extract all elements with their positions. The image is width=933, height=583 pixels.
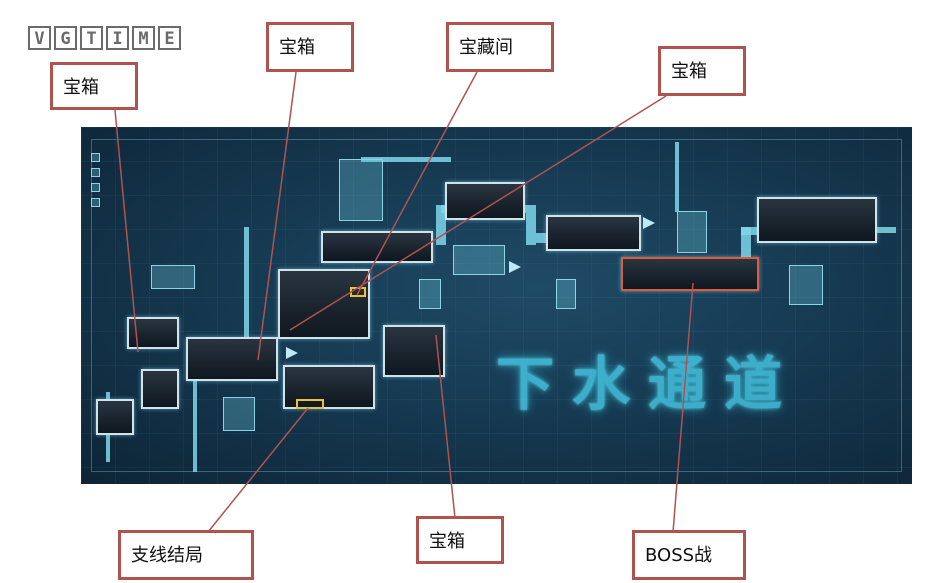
corridor-pipe	[876, 227, 896, 233]
leader-line	[435, 334, 456, 519]
logo-letter: E	[158, 26, 181, 50]
corridor-pipe	[193, 337, 197, 472]
legend-marker	[91, 198, 100, 207]
legend-marker	[91, 183, 100, 192]
info-panel	[677, 211, 707, 253]
corridor-pipe	[675, 142, 679, 212]
map-room	[96, 399, 134, 435]
corridor-pipe	[244, 227, 249, 342]
info-panel	[339, 159, 383, 221]
info-panel	[223, 397, 255, 431]
leader-line	[672, 282, 694, 533]
callout-boss: BOSS战	[632, 530, 746, 580]
leader-line	[207, 407, 309, 533]
game-map: 下水通道	[81, 127, 912, 484]
logo-letter: V	[28, 26, 51, 50]
callout-treasure-room: 宝藏间	[446, 22, 554, 72]
leader-line	[114, 109, 139, 353]
boss-room	[621, 257, 759, 291]
side-ending-marker	[296, 399, 324, 409]
watermark-logo: V G T I M E	[28, 26, 181, 50]
callout-chest-top: 宝箱	[266, 22, 354, 72]
map-room	[283, 365, 375, 409]
corridor-pipe	[741, 227, 751, 267]
corridor-pipe	[361, 157, 451, 162]
direction-arrow	[643, 217, 655, 229]
direction-arrow	[509, 261, 521, 273]
info-panel	[419, 279, 441, 309]
info-panel	[453, 245, 505, 275]
leader-line	[289, 95, 667, 331]
map-room	[141, 369, 179, 409]
legend-marker	[91, 153, 100, 162]
area-title: 下水通道	[496, 350, 801, 418]
callout-side-ending: 支线结局	[118, 530, 254, 580]
leader-line	[257, 71, 297, 361]
direction-arrow	[286, 347, 298, 359]
logo-letter: G	[54, 26, 77, 50]
map-room	[186, 337, 278, 381]
callout-chest-bottom: 宝箱	[416, 516, 504, 564]
legend-marker	[91, 168, 100, 177]
corridor-pipe	[526, 205, 536, 245]
info-panel	[789, 265, 823, 305]
logo-letter: T	[80, 26, 103, 50]
map-room	[445, 182, 525, 220]
info-panel	[556, 279, 576, 309]
leader-line	[356, 71, 478, 296]
map-room	[757, 197, 877, 243]
corridor-pipe	[741, 227, 766, 235]
logo-letter: M	[132, 26, 155, 50]
map-frame	[91, 139, 902, 472]
callout-chest-right: 宝箱	[658, 46, 746, 96]
map-room	[383, 325, 445, 377]
callout-chest-left: 宝箱	[50, 62, 138, 110]
logo-letter: I	[106, 26, 129, 50]
map-room	[546, 215, 641, 251]
corridor-pipe	[436, 205, 446, 245]
info-panel	[151, 265, 195, 289]
